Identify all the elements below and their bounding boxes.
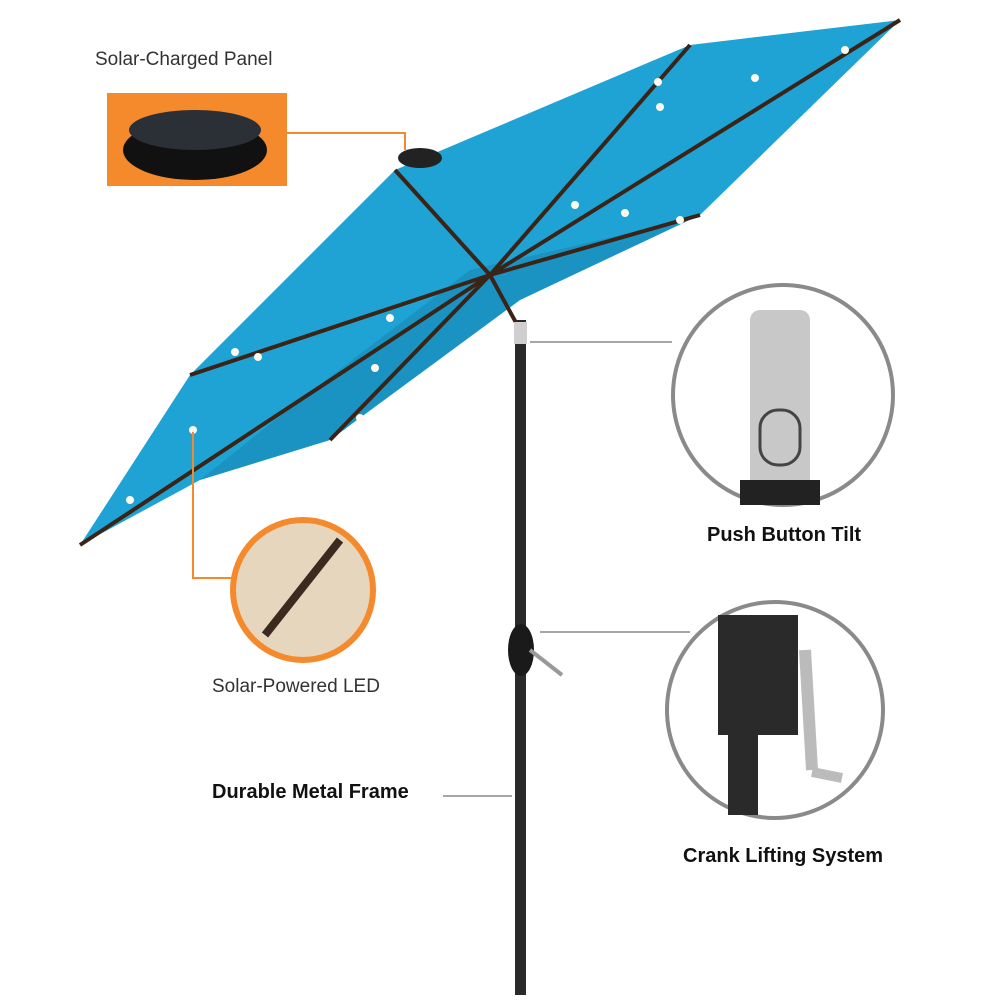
gray-callout-lines	[443, 341, 690, 797]
label-push-button-tilt: Push Button Tilt	[707, 524, 862, 546]
crank-handle	[528, 648, 564, 677]
led-lights	[126, 46, 849, 504]
label-durable-frame: Durable Metal Frame	[212, 781, 409, 803]
tilt-button-icon	[758, 408, 802, 467]
orange-callout-lines	[192, 132, 406, 579]
crank-housing-closeup	[718, 615, 798, 815]
led-rib-closeup	[261, 537, 344, 638]
tilt-joint	[514, 322, 527, 344]
crank-housing	[508, 624, 534, 676]
label-solar-panel: Solar-Charged Panel	[95, 49, 273, 70]
crank-handle-closeup	[799, 649, 818, 771]
label-solar-led: Solar-Powered LED	[212, 676, 380, 697]
tilt-mechanism-closeup	[750, 310, 810, 490]
solar-cell-icon	[129, 110, 261, 150]
ribs	[78, 18, 902, 547]
solar-hub	[398, 148, 442, 168]
label-crank-lifting: Crank Lifting System	[683, 845, 884, 867]
canopy-underside	[200, 215, 700, 480]
